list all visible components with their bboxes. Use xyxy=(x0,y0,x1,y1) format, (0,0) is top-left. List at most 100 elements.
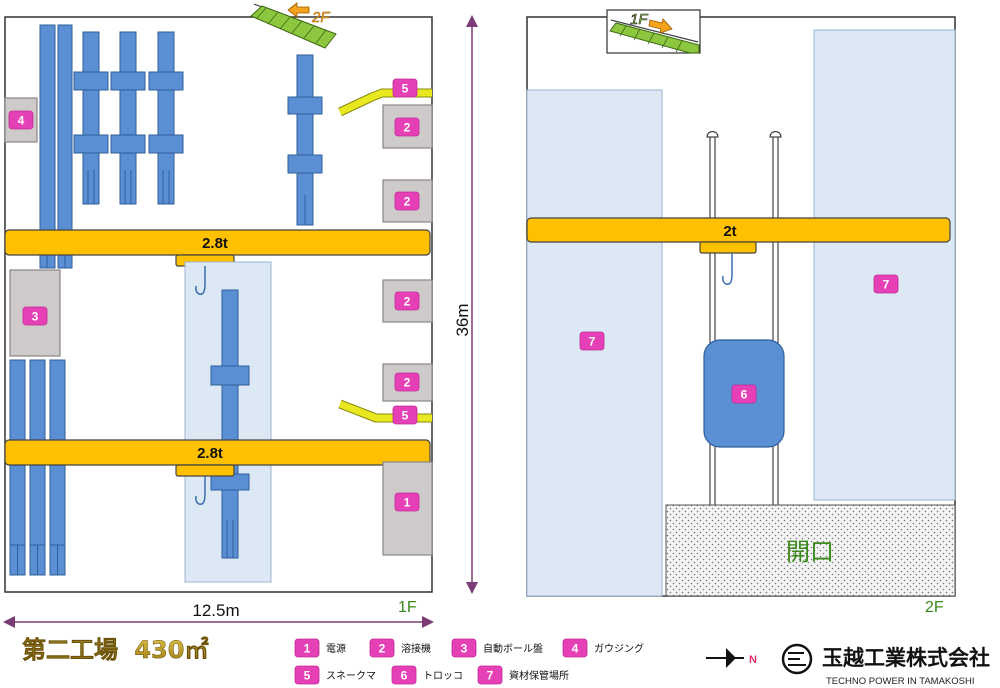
welder-station-1: 2 xyxy=(382,104,433,149)
legend-item: 1 電源 xyxy=(294,638,346,658)
marker-badge xyxy=(22,306,48,326)
stair-step xyxy=(661,36,669,49)
beam-crossbar xyxy=(110,134,146,154)
marker-badge xyxy=(294,638,320,658)
length-dimension: 36m xyxy=(453,14,478,594)
welder-station-4: 2 xyxy=(382,363,433,402)
rail-stopper-icon xyxy=(706,130,719,138)
marker-number: 7 xyxy=(487,669,494,683)
beam-group-center xyxy=(210,289,250,559)
beam-group-upper-right xyxy=(287,54,323,226)
logo-mark-inner-icon xyxy=(788,652,806,666)
legend-label: 電源 xyxy=(326,642,346,655)
overhead-crane-floor2: 2t xyxy=(526,217,951,286)
marker-number: 2 xyxy=(404,195,411,209)
steel-beam xyxy=(49,359,66,576)
crane-girder xyxy=(526,217,951,243)
marker-badge xyxy=(8,110,34,130)
stair-direction-arrow-icon xyxy=(648,18,673,34)
marker-number: 2 xyxy=(404,121,411,135)
marker-badge xyxy=(392,78,418,98)
floor-opening: 開口 xyxy=(665,504,956,597)
marker-number: 1 xyxy=(304,642,311,656)
legend-label: トロッコ xyxy=(423,671,463,682)
crane-trolley xyxy=(699,241,757,254)
marker-number: 6 xyxy=(741,388,748,402)
beam-crossbar xyxy=(210,365,250,386)
steel-beam xyxy=(82,31,100,205)
floor2-label: 2F xyxy=(925,599,944,616)
width-dimension: 12.5m xyxy=(3,601,434,628)
beam-crossbar xyxy=(148,71,184,91)
marker-badge xyxy=(294,665,320,685)
company-name: 玉越工業株式会社 xyxy=(822,646,990,670)
legend-item: 2 溶接機 xyxy=(369,638,431,658)
stair-destination-label: 2F xyxy=(311,9,330,26)
marker-badge xyxy=(731,384,757,404)
marker-badge xyxy=(579,331,605,351)
floor2-panel: 1F 7 7 開口 2t xyxy=(526,9,956,616)
legend-item: 6 トロッコ xyxy=(391,665,463,685)
welder-station-2: 2 xyxy=(382,179,433,223)
marker-number: 2 xyxy=(379,642,386,656)
marker-number: 4 xyxy=(572,642,579,656)
compass-north-label: N xyxy=(749,654,757,666)
legend-label: スネークマ xyxy=(326,670,376,682)
stair-step xyxy=(291,20,303,34)
marker-number: 2 xyxy=(404,376,411,390)
factory-name: 第二工場 xyxy=(22,636,118,664)
north-compass: N xyxy=(706,648,757,668)
storage-area-left: 7 xyxy=(526,89,663,597)
stair-direction-arrow-icon xyxy=(287,2,310,18)
gouging-station: 4 xyxy=(4,97,38,143)
floor1-panel: 2F xyxy=(4,2,433,616)
crane-trolley xyxy=(175,464,235,477)
marker-number: 6 xyxy=(401,669,408,683)
marker-badge xyxy=(394,372,420,392)
factory-title: 第二工場 430㎡ xyxy=(22,636,208,664)
stair-destination-label: 1F xyxy=(630,11,648,28)
hook-icon xyxy=(722,253,733,286)
dimension-label: 12.5m xyxy=(192,601,239,620)
marker-number: 7 xyxy=(589,335,596,349)
legend-item: 5 スネークマ xyxy=(294,665,376,685)
snake-tool-upper: 5 xyxy=(338,78,432,117)
marker-badge xyxy=(391,665,417,685)
stair-handrail xyxy=(610,19,699,43)
marker-badge xyxy=(451,638,477,658)
trolley-cart: 6 xyxy=(703,339,785,448)
beam-group-lower-left xyxy=(9,359,66,576)
beam-crossbar xyxy=(73,134,109,154)
marker-number: 3 xyxy=(461,642,468,656)
beam-crossbar xyxy=(110,71,146,91)
steel-beam xyxy=(157,31,175,205)
legend-item: 4 ガウジング xyxy=(562,638,644,658)
beam-group-upper-middle xyxy=(73,31,184,205)
marker-badge xyxy=(394,291,420,311)
marker-badge xyxy=(369,638,395,658)
floor2-stairs: 1F xyxy=(606,9,701,54)
stair-band xyxy=(609,22,700,54)
steel-beam xyxy=(9,359,26,576)
stair-step xyxy=(633,28,641,41)
steel-beam xyxy=(29,359,46,576)
stair-band xyxy=(250,5,337,49)
marker-badge xyxy=(873,274,899,294)
crane-capacity-label: 2.8t xyxy=(202,235,228,252)
marker-badge xyxy=(477,665,503,685)
overhead-crane-lower: 2.8t xyxy=(4,439,431,506)
floor1-stairs: 2F xyxy=(250,2,337,49)
snake-tool-lower: 5 xyxy=(338,399,432,425)
beam-crossbar xyxy=(287,96,323,115)
automatic-drill-station: 3 xyxy=(9,269,61,357)
welder-station-3: 2 xyxy=(382,279,433,323)
legend-label: 溶接機 xyxy=(401,642,431,655)
beam-crossbar xyxy=(148,134,184,154)
stair-step xyxy=(315,29,327,44)
beam-crossbar xyxy=(73,71,109,91)
legend-label: 自動ボール盤 xyxy=(483,642,543,655)
steel-beam xyxy=(119,31,137,205)
steel-beam xyxy=(221,289,239,559)
marker-number: 4 xyxy=(18,114,25,128)
